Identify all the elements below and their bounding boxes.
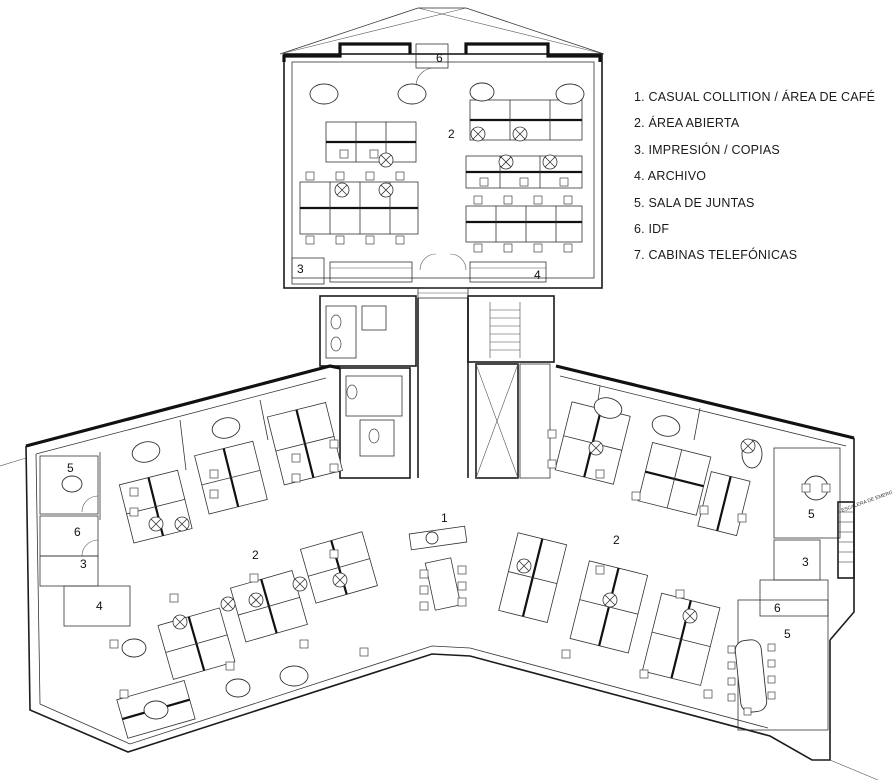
cafe-furniture xyxy=(408,525,468,611)
zone-label-right-printing: 3 xyxy=(802,555,809,569)
legend-item-open-area: 2. ÁREA ABIERTA xyxy=(634,116,740,131)
zone-label-right-meeting-room-lower: 5 xyxy=(784,627,791,641)
zone-label-top-archive: 4 xyxy=(534,268,541,282)
zone-label-top-open-area: 2 xyxy=(448,127,455,141)
emergency-stair-label: ESCALERA DE EMERGENCIA xyxy=(841,484,892,514)
legend: 1. CASUAL COLLITION / ÁREA DE CAFÉ 2. ÁR… xyxy=(634,84,884,269)
legend-item-printing: 3. IMPRESIÓN / COPIAS xyxy=(634,142,780,157)
legend-item-archive: 4. ARCHIVO xyxy=(634,169,707,184)
zone-label-right-meeting-room-upper: 5 xyxy=(808,507,815,521)
zone-label-left-open-area: 2 xyxy=(252,548,259,562)
left-wing-furniture xyxy=(61,401,378,739)
zone-label-right-idf: 6 xyxy=(774,601,781,615)
zone-label-left-printing: 3 xyxy=(80,557,87,571)
legend-item-idf: 6. IDF xyxy=(634,222,670,237)
connector-corridor xyxy=(319,287,555,479)
legend-item-meeting-room: 5. SALA DE JUNTAS xyxy=(634,195,755,210)
lower-building xyxy=(0,364,879,780)
zone-label-top-printing: 3 xyxy=(297,262,304,276)
zone-label-cafe: 1 xyxy=(441,511,448,525)
zone-label-left-idf: 6 xyxy=(74,525,81,539)
zone-label-right-open-area: 2 xyxy=(613,533,620,547)
zone-label-left-meeting-room: 5 xyxy=(67,461,74,475)
right-wing-furniture xyxy=(498,397,831,716)
legend-item-phone-booths: 7. CABINAS TELEFÓNICAS xyxy=(634,248,798,263)
legend-item-casual-collision: 1. CASUAL COLLITION / ÁREA DE CAFÉ xyxy=(634,90,876,104)
zone-label-top-idf: 6 xyxy=(436,51,443,65)
zone-label-left-archive: 4 xyxy=(96,599,103,613)
top-wing-furniture xyxy=(299,82,585,253)
